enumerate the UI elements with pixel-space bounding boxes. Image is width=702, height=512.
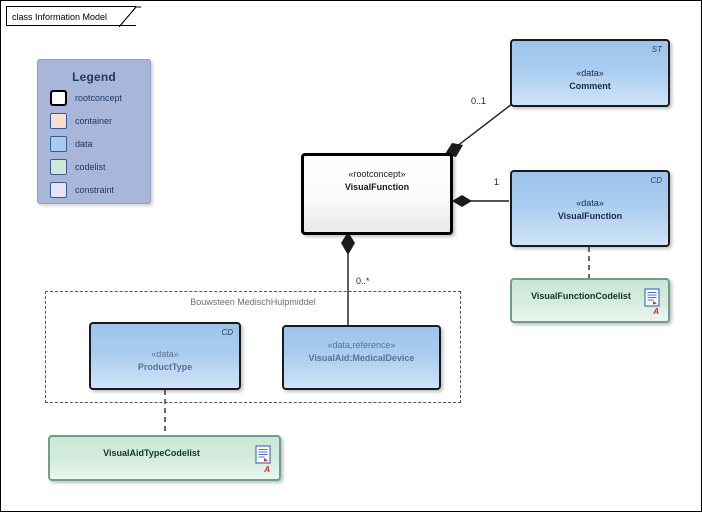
class-visualfunction-rootconcept-name: VisualFunction [344, 182, 410, 192]
legend-item-data: data [50, 135, 150, 153]
legend-label-constraint: constraint [75, 185, 115, 195]
class-visualfunctioncodelist-marker: A [653, 307, 659, 316]
class-visualaid-medicaldevice-stereotype: «data,reference» [327, 340, 396, 350]
document-icon [644, 288, 660, 307]
class-visualfunction-data-stereotype: «data» [576, 198, 604, 208]
legend-label-data: data [75, 139, 93, 149]
legend-item-constraint: constraint [50, 181, 150, 199]
class-comment-name: Comment [569, 81, 611, 91]
legend-label-container: container [75, 116, 113, 126]
class-comment-stereotype: «data» [576, 68, 604, 78]
document-icon [255, 445, 271, 464]
legend-item-container: container [50, 112, 150, 130]
class-comment[interactable]: ST «data» Comment [510, 39, 670, 107]
class-producttype-stereotype: «data» [151, 349, 179, 359]
container-swatch [50, 113, 67, 129]
class-visualaid-medicaldevice-name: VisualAid:MedicalDevice [308, 353, 415, 363]
class-visualfunction-data[interactable]: CD «data» VisualFunction [510, 170, 670, 247]
legend-item-codelist: codelist [50, 158, 150, 176]
package-label: Bouwsteen MedischHulpmiddel [190, 297, 316, 307]
multiplicity-medicaldevice: 0..* [356, 276, 370, 286]
class-visualfunction-data-corner-marker: CD [650, 176, 662, 185]
class-producttype-name: ProductType [137, 362, 193, 372]
class-visualfunction-rootconcept-stereotype: «rootconcept» [348, 169, 406, 179]
package-bouwsteen-medischhulpmiddel: Bouwsteen MedischHulpmiddel [45, 291, 461, 403]
codelist-swatch [50, 159, 67, 175]
legend-label-codelist: codelist [75, 162, 106, 172]
class-producttype[interactable]: CD «data» ProductType [89, 322, 241, 390]
connector-root-to-medicaldevice [341, 232, 355, 325]
class-visualfunctioncodelist-name: VisualFunctionCodelist [531, 291, 631, 301]
legend-title: Legend [72, 70, 116, 84]
class-comment-corner-marker: ST [651, 45, 662, 54]
class-visualaid-medicaldevice[interactable]: «data,reference» VisualAid:MedicalDevice [282, 325, 441, 390]
class-visualaidtypecodelist-marker: A [264, 465, 270, 474]
connector-root-to-vfdata [452, 195, 509, 207]
constraint-swatch [50, 182, 67, 198]
connector-root-to-comment [445, 103, 513, 157]
legend-item-rootconcept: rootconcept [50, 89, 150, 107]
legend-label-rootconcept: rootconcept [75, 93, 123, 103]
data-swatch [50, 136, 67, 152]
class-visualaidtypecodelist-name: VisualAidTypeCodelist [103, 448, 200, 458]
legend-panel: Legend rootconcept container data codeli… [37, 59, 151, 204]
class-visualfunction-data-name: VisualFunction [557, 211, 623, 221]
multiplicity-vfdata: 1 [494, 177, 500, 187]
diagram-title-tab-slant [119, 6, 141, 27]
class-visualfunction-rootconcept[interactable]: «rootconcept» VisualFunction [301, 153, 453, 235]
multiplicity-comment: 0..1 [471, 96, 487, 106]
class-visualfunctioncodelist[interactable]: VisualFunctionCodelist A [510, 278, 670, 323]
class-visualaidtypecodelist[interactable]: VisualAidTypeCodelist A [48, 435, 281, 481]
diagram-title-tab: class Information Model [6, 6, 136, 26]
class-producttype-corner-marker: CD [221, 328, 233, 337]
rootconcept-swatch [50, 90, 67, 106]
